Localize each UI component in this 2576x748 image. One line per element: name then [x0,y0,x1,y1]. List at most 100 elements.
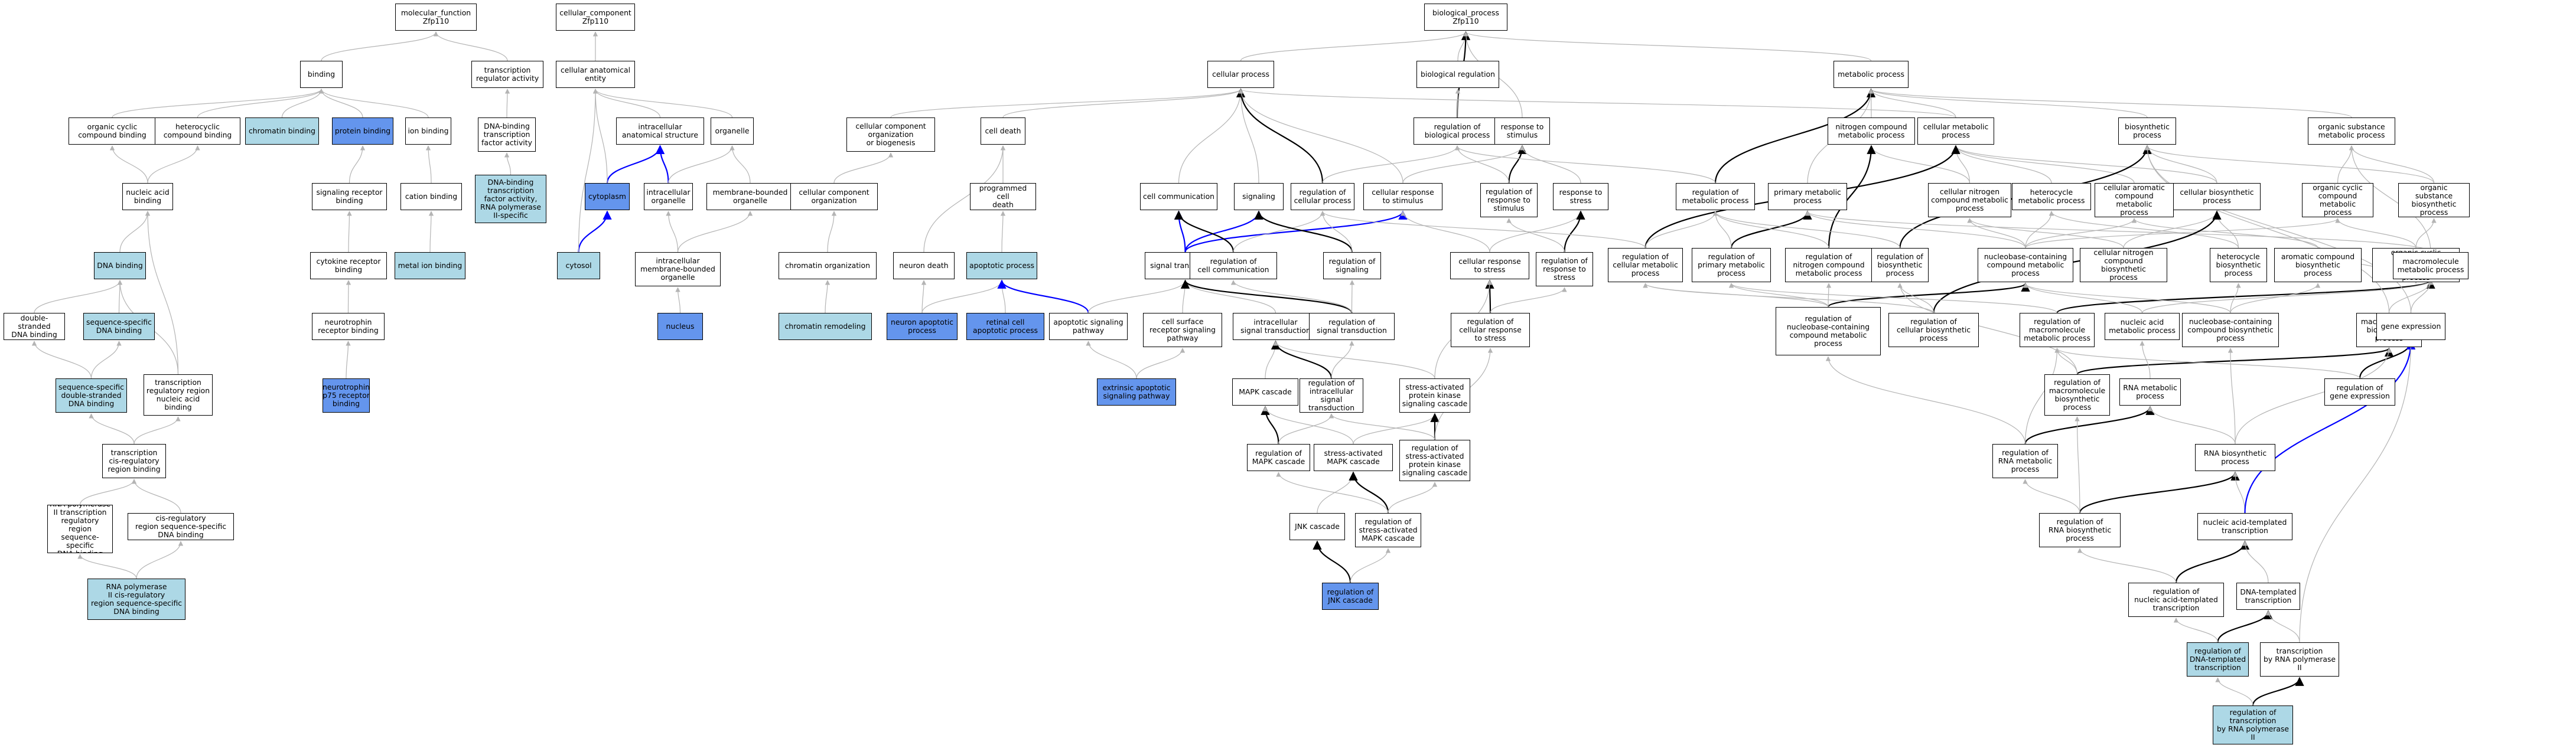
edge-signal-trans-to-cell-comm [1174,210,1186,253]
go-term-reg-cell-comm: regulation of cell communication [1190,252,1277,279]
edge-nucbase-biosynth-to-nucbase-metab [2023,283,2231,313]
edge-seq-dna-to-dna-binding [117,280,123,313]
go-term-intracell-sig: intracellular signal transduction [1233,313,1318,340]
go-term-cell-anat: cellular anatomical entity [556,61,635,88]
go-term-reg-cell-metab: regulation of cellular metabolic process [1608,248,1683,282]
edge-intracell-struct-to-cell-anat [592,89,661,118]
edge-chromatin-binding-to-binding [281,89,324,118]
edge-reg-cell-process-to-reg-bio-process [1322,145,1460,184]
edge-reg-mapk-to-mapk [1261,406,1279,445]
edge-sig-rec-binding-to-protein-binding [349,145,366,184]
edge-arom-biosynth-to-cell-arom-metab [2131,218,2318,249]
edge-org-cyclic-binding-to-binding [112,89,324,118]
edge-sa-mapk-to-mapk [1262,406,1354,445]
go-term-org-subst-biosynth: organic substance biosynthetic process [2398,183,2470,217]
go-term-intracell-mem-org: intracellular membrane-bounded organelle [635,252,721,286]
edge-reg-intracell-sig-to-intracell-sig [1271,340,1333,379]
edge-intracell-mem-org-to-membrane-org [677,211,753,253]
edge-reg-gene-expr-to-reg-macro-metab [2054,348,2360,379]
edge-cell-resp-stim-to-resp-stimulus [1402,145,1525,184]
edge-cell-arom-metab-to-cell-metab [1953,145,2135,184]
edge-reg-sig-trans-to-reg-signaling [1349,280,1355,313]
go-term-hetero-metab: heterocycle metabolic process [2012,183,2091,210]
go-term-nucleus: nucleus [657,313,703,340]
edge-reg-sapk-to-reg-intracell-sig [1328,413,1435,440]
go-term-reg-sapk: regulation of stress-activated protein k… [1399,440,1470,481]
go-term-reg-rna-metab: regulation of RNA metabolic process [1992,444,2058,478]
edge-neuron-death-to-cell-death [923,145,1006,253]
go-term-macro-metab: macromolecule metabolic process [2393,252,2468,279]
edge-cation-binding-to-ion-binding [425,145,432,184]
edge-nucleic-binding-to-org-cyclic-binding [109,145,148,184]
edge-cell-comm-to-cell-process [1178,89,1243,184]
go-term-neurotrophin-rec: neurotrophin receptor binding [312,313,385,340]
edge-reg-sa-mapk-to-reg-mapk [1276,472,1389,514]
go-term-dna-trans: DNA-templated transcription [2236,583,2300,610]
edge-reg-nucbase-metab-to-reg-nitro-metab [1826,283,1832,308]
edge-reg-biosynth-to-reg-metab [1712,211,1901,249]
go-term-cc-org: cellular component organization or bioge… [846,117,935,152]
go-term-reg-cell-biosynth: regulation of cellular biosynthetic proc… [1888,313,1979,347]
edge-resp-stress-to-resp-stimulus [1519,145,1581,184]
edge-macro-biosynth-to-macro-metab [2388,280,2434,313]
go-term-reg-signaling: regulation of signaling [1323,252,1381,279]
edge-cell-metab-to-cell-process [1238,89,1956,118]
go-term-cell-resp-stress: cellular response to stress [1450,252,1529,279]
edge-reg-rna-metab-to-reg-nucbase-metab [1825,356,2026,445]
go-term-cell-nitro-biosynth: cellular nitrogen compound biosynthetic … [2080,248,2167,282]
edge-cell-metab-to-metab-process [1868,89,1956,118]
edge-reg-resp-stress-to-resp-stress [1564,210,1585,253]
go-term-cation-binding: cation binding [400,183,462,210]
edge-nucbase-metab-to-cell-nitro-metab [1967,218,2026,249]
go-term-reg-primary-metab: regulation of primary metabolic process [1692,248,1771,282]
edge-chromatin-remodel-to-chromatin-org [825,280,831,313]
go-term-double-dna: double-stranded DNA binding [4,313,65,340]
go-term-cell-surf-rec: cell surface receptor signaling pathway [1143,313,1222,347]
go-term-reg-rna-biosynth: regulation of RNA biosynthetic process [2039,513,2121,547]
edge-cell-surf-rec-to-signal-trans [1182,280,1188,313]
edge-hetero-biosynth-to-cell-biosynth [2214,211,2239,249]
edge-reg-mapk-to-reg-intracell-sig [1278,413,1334,445]
edge-reg-resp-stim-to-resp-stimulus [1508,145,1527,184]
go-term-org-cyclic-metab: organic cyclic compound metabolic proces… [2302,183,2373,217]
go-term-organelle: organelle [711,117,754,145]
edge-hetero-biosynth-to-hetero-metab [2049,211,2239,249]
go-term-reg-intracell-sig: regulation of intracellular signal trans… [1300,378,1363,413]
go-term-chromatin-org: chromatin organization [779,252,877,279]
go-term-org-subst-metab: organic substance metabolic process [2308,117,2395,145]
edge-signal-trans-to-signaling [1184,210,1263,253]
edge-reg-rna-metab-to-rna-metab [2024,406,2155,445]
go-term-resp-stimulus: response to stimulus [1494,117,1550,145]
edge-reg-resp-stim-to-reg-bio-process [1454,145,1510,184]
go-term-cell-resp-stim: cellular response to stimulus [1363,183,1442,210]
go-term-cc-organization: cellular component organization [790,183,878,210]
edge-nat-trans-to-rna-biosynth [2232,472,2246,514]
edge-reg-cell-biosynth-to-reg-cell-metab [1643,283,1935,313]
go-term-intracell-org: intracellular organelle [644,183,693,210]
go-term-reg-metab: regulation of metabolic process [1676,183,1755,210]
edge-reg-dna-trans-to-reg-nat-trans [2173,618,2219,643]
go-term-intracell-struct: intracellular anatomical structure [616,117,704,145]
go-term-primary-metab: primary metabolic process [1768,183,1847,210]
edge-macro-metab-to-org-subst-metab [2349,145,2431,253]
go-term-cytoplasm: cytoplasm [585,183,630,210]
go-term-reg-jnk: regulation of JNK cascade [1322,583,1379,610]
edge-hetero-binding-to-binding [197,89,324,118]
edge-cell-resp-stim-to-cell-process [1238,89,1403,184]
go-term-ion-binding: ion binding [405,117,451,145]
go-term-hetero-biosynth: heterocycle biosynthetic process [2210,248,2267,282]
go-term-rna-biosynth: RNA biosynthetic process [2195,444,2275,471]
go-term-reg-resp-stress: regulation of response to stress [1536,252,1593,286]
edge-neuron-apop-to-neuron-death [921,280,927,313]
go-term-trans-reg-act: transcription regulator activity [471,61,543,88]
go-term-cytokine-rec-binding: cytokine receptor binding [310,252,387,279]
go-term-trans-pol2: transcription by RNA polymerase II [2260,642,2339,677]
edge-reg-macro-biosynth-to-reg-biosynth [1897,283,2078,375]
edge-seq-ds-dna-to-double-dna [31,341,92,379]
go-term-sapk-cascade: stress-activated protein kinase signalin… [1399,378,1470,413]
edge-cell-biosynth-to-cell-metab [1953,145,2217,184]
go-term-neurotrophin-p75: neurotrophin p75 receptor binding [323,378,370,413]
edge-reg-cell-comm-to-cell-comm [1174,210,1235,253]
go-term-reg-cell-resp-stress: regulation of cellular response to stres… [1451,313,1530,347]
